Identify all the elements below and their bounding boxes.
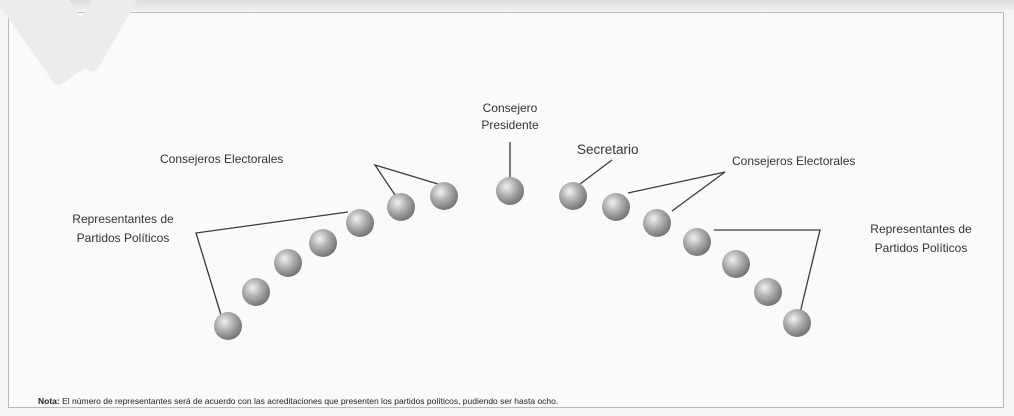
reps-right-label: Representantes de Partidos Políticos <box>870 222 972 255</box>
seat-councilor-right-2 <box>643 209 671 237</box>
seat-rep-left-3 <box>274 249 302 277</box>
seat-president <box>496 177 524 205</box>
diagram-frame <box>8 12 1004 408</box>
seat-rep-right-3 <box>754 278 782 306</box>
seats <box>214 177 811 340</box>
seat-secretary <box>559 182 587 210</box>
seat-rep-right-4 <box>783 309 811 337</box>
councilors-right-label: Consejeros Electorales <box>732 154 856 168</box>
reps-left-connector <box>195 211 349 316</box>
councilors-right-connector <box>627 171 726 212</box>
seat-councilor-left-1 <box>387 193 415 221</box>
councilors-left-connector <box>373 163 439 208</box>
footnote-text: El número de representantes será de acue… <box>62 396 559 406</box>
president-label: Consejero Presidente <box>481 101 539 132</box>
footnote-prefix: Nota: <box>38 396 60 406</box>
councilors-left-label: Consejeros Electorales <box>160 152 284 166</box>
reps-left-label: Representantes de Partidos Políticos <box>72 212 174 245</box>
seat-rep-left-1 <box>214 312 242 340</box>
footnote: Nota: El número de representantes será d… <box>38 396 558 406</box>
seat-rep-left-5 <box>346 209 374 237</box>
seat-rep-right-2 <box>722 250 750 278</box>
reps-right-connector <box>714 229 821 314</box>
seat-councilor-right-1 <box>602 193 630 221</box>
seat-rep-left-2 <box>242 278 270 306</box>
secretary-label: Secretario <box>577 142 639 157</box>
seat-rep-left-4 <box>309 229 337 257</box>
seat-councilor-left-2 <box>430 182 458 210</box>
connector-lines <box>195 142 821 316</box>
top-strip <box>0 0 1014 10</box>
secretary-connector <box>579 159 613 185</box>
seat-rep-right-1 <box>683 228 711 256</box>
